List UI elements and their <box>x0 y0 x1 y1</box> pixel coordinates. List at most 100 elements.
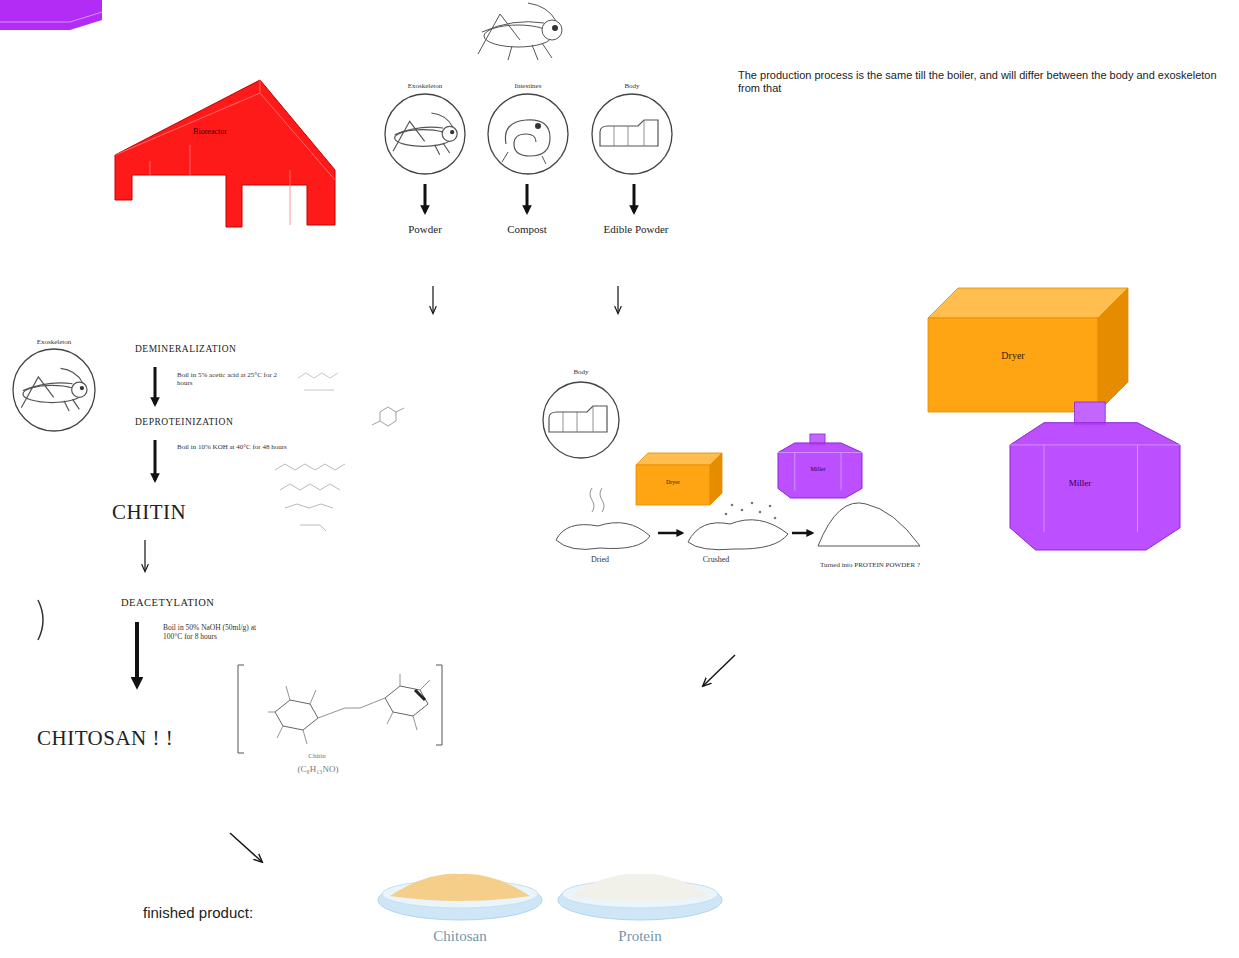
structure-bracket <box>436 665 442 745</box>
step-detail: Boil in 50% NaOH (50ml/g) at 100°C for 8… <box>163 624 275 641</box>
grasshopper-leg <box>21 377 79 411</box>
machine-label: Dryer <box>963 350 1063 362</box>
grasshopper-head <box>542 20 562 40</box>
step-heading: DEPROTEINIZATION <box>135 417 295 428</box>
machine-label: Miller <box>1050 478 1110 488</box>
grasshopper-drawing <box>478 3 562 60</box>
diagonal-arrow <box>230 833 261 861</box>
miller-machine: Miller <box>1010 402 1180 550</box>
step-detail: Boil in 5% acetic acid at 25°C for 2 hou… <box>177 371 287 387</box>
crumb <box>774 517 777 520</box>
chem-sketch <box>275 464 345 531</box>
note-text: The production process is the same till … <box>738 69 1228 94</box>
part-circle-outline <box>13 349 95 431</box>
machine-fragment <box>0 0 102 30</box>
dryer-box: Dryer <box>928 288 1128 412</box>
product-label: Chitosan <box>376 928 544 945</box>
grasshopper-drawing <box>21 368 87 411</box>
box-side <box>1098 288 1128 412</box>
dryer-box-outline <box>928 288 1128 412</box>
part-circle-outline <box>543 382 619 458</box>
crumb <box>731 504 734 507</box>
miller-body <box>1010 423 1180 550</box>
steam-lines <box>590 488 604 512</box>
part-circle: Exoskeleton <box>10 338 98 434</box>
grasshopper-eye <box>80 386 84 390</box>
step-heading: DEACETYLATION <box>121 597 281 609</box>
part-circle: Body <box>539 368 623 460</box>
powder-mound <box>390 874 530 901</box>
powder-mound <box>570 874 710 901</box>
part-circle-outline <box>382 82 468 176</box>
part-heading: Exoskeleton <box>10 338 98 346</box>
product-dish: Chitosan <box>376 864 544 948</box>
miller-cap <box>1075 402 1106 425</box>
step-caption: Turned into PROTEIN POWDER ? <box>808 561 932 569</box>
down-arrow <box>432 286 433 312</box>
step-arrow <box>154 440 157 480</box>
crumb-dots <box>725 502 777 520</box>
part-circle-outline <box>385 94 465 174</box>
part-circle-outline <box>10 338 98 434</box>
machine-edge <box>0 12 102 22</box>
part-heading: Body <box>589 82 675 90</box>
grasshopper-leg <box>393 121 450 154</box>
grasshopper-head <box>72 382 87 397</box>
step-arrow <box>135 622 139 686</box>
miller-edges <box>778 453 862 491</box>
part-circle-outline <box>488 94 568 174</box>
product-heading: CHITOSAN ! ! <box>37 726 232 750</box>
dryer-box: Dryer <box>636 453 722 505</box>
box-top <box>928 288 1128 318</box>
diagonal-arrow <box>704 655 735 685</box>
body-segments <box>563 406 593 432</box>
grasshopper-leg <box>478 14 520 54</box>
grasshopper-antenna <box>528 3 556 21</box>
viscera-tail <box>502 152 546 164</box>
machine-label: Bioreactor <box>170 127 250 136</box>
part-circle: Body <box>589 82 675 176</box>
machine-label: Miller <box>798 466 838 473</box>
body-drawing <box>549 406 607 432</box>
box-top <box>636 453 722 465</box>
output-label: Powder <box>395 223 455 236</box>
step-arrow <box>144 540 145 570</box>
part-heading: Body <box>539 368 623 376</box>
part-circle-outline <box>589 82 675 176</box>
bioreactor-shape-outline <box>110 75 335 235</box>
chem-ring <box>385 686 428 716</box>
crumb <box>741 509 744 512</box>
bioreactor-edges <box>115 80 335 225</box>
part-circle-outline <box>539 368 623 460</box>
crumb <box>751 502 754 505</box>
dried-body-drawing <box>556 523 650 550</box>
grasshopper-antenna <box>61 368 83 383</box>
part-heading: Exoskeleton <box>382 82 468 90</box>
bioreactor-shape: Bioreactor <box>110 75 335 235</box>
chem-ring <box>275 700 318 730</box>
miller-machine-outline <box>1010 402 1180 550</box>
chem-wedge <box>415 690 425 700</box>
viscera-dot <box>535 123 541 129</box>
part-circle: Intestines <box>485 82 571 176</box>
crushed-body-drawing <box>688 520 788 550</box>
down-arrow <box>526 184 529 212</box>
viscera-drawing <box>505 120 550 156</box>
grasshopper-head <box>442 126 457 141</box>
chem-ring <box>380 407 396 426</box>
part-circle: Exoskeleton <box>382 82 468 176</box>
output-label: Edible Powder <box>588 223 684 236</box>
product-dish: Protein <box>556 864 724 948</box>
part-circle-outline <box>485 82 571 176</box>
grasshopper-legs <box>508 43 552 60</box>
box-front <box>636 465 710 505</box>
step-arrow <box>154 367 157 404</box>
crumb <box>769 505 772 508</box>
machine-label: Dryer <box>642 479 704 486</box>
product-label: Protein <box>556 928 724 945</box>
part-heading: Intestines <box>485 82 571 90</box>
grasshopper-antenna <box>431 113 453 127</box>
chem-sketch <box>298 373 338 390</box>
step-detail: Boil in 10% KOH at 40°C for 48 hours <box>177 443 287 451</box>
